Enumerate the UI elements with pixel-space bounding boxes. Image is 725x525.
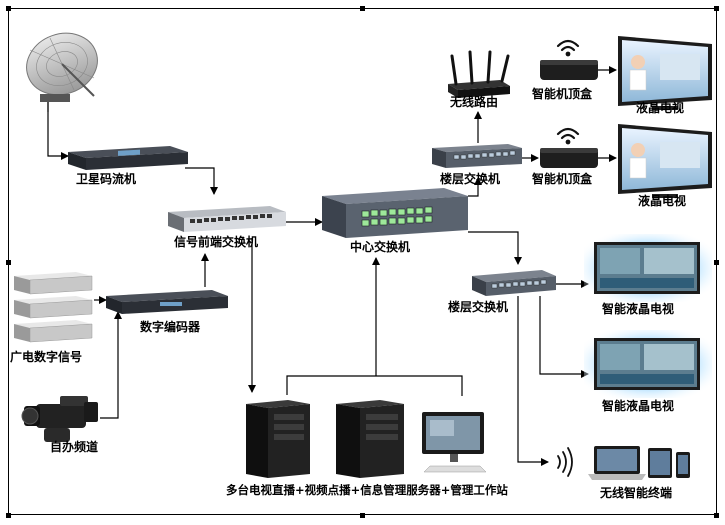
- digital-encoder-label: 数字编码器: [140, 320, 201, 334]
- wireless-router-icon: [448, 50, 510, 98]
- workstation-monitor-icon: [422, 412, 487, 473]
- corner-mark: [6, 260, 11, 265]
- link-camera-to-encoder: [100, 311, 122, 419]
- corner-mark: [6, 513, 11, 518]
- smart-box-2-label: 智能机顶盒: [532, 172, 593, 186]
- signal-frontend-switch-icon: [168, 206, 286, 232]
- link-core-to-floor-top: [468, 177, 482, 197]
- lcd-tv-1-icon: [618, 36, 712, 110]
- server-tower-2-icon: [336, 400, 404, 478]
- wireless-terminals-label: 无线智能终端: [600, 486, 673, 500]
- link-core-to-floor-mid: [468, 231, 522, 265]
- corner-mark: [714, 260, 719, 265]
- core-switch-icon: [322, 188, 468, 238]
- smart-lcd-tv-1-icon: [584, 234, 712, 302]
- smart-lcd-tv-1-label: 智能液晶电视: [602, 302, 675, 316]
- smart-box-1-label: 智能机顶盒: [532, 87, 593, 101]
- satellite-dish-icon: [26, 32, 98, 112]
- floor-switch-mid-label: 楼层交换机: [448, 300, 509, 314]
- wifi-signal-icon: [557, 447, 573, 477]
- servers-label: 多台电视直播+视频点播+信息管理服务器+管理工作站: [226, 483, 508, 497]
- lcd-tv-2-icon: [618, 124, 712, 198]
- core-switch-label: 中心交换机: [350, 240, 411, 254]
- link-servers-to-core: [286, 258, 463, 396]
- server-tower-1-icon: [246, 400, 310, 478]
- floor-switch-top-label: 楼层交换机: [440, 172, 501, 186]
- link-dish-to-stream: [47, 112, 69, 160]
- wireless-terminals-icon: [557, 446, 690, 480]
- wifi-icon: [556, 127, 580, 140]
- corner-mark: [360, 6, 365, 11]
- wifi-icon: [556, 39, 580, 52]
- connections: [47, 66, 617, 466]
- link-floor-to-wireless: [517, 296, 549, 466]
- smart-box-1-icon: [540, 39, 598, 80]
- lcd-tv-2-label: 液晶电视: [638, 194, 687, 208]
- link-floor-to-smarttv2: [539, 296, 589, 378]
- floor-switch-mid-icon: [472, 270, 556, 296]
- smart-box-2-icon: [540, 127, 598, 168]
- broadcast-receiver-stack-icon: [14, 272, 93, 343]
- link-stream-to-frontend: [185, 167, 218, 195]
- smart-lcd-tv-2-icon: [584, 330, 712, 398]
- satellite-stream-device-icon: [68, 146, 188, 170]
- signal-frontend-switch-label: 信号前端交换机: [174, 235, 259, 249]
- corner-mark: [360, 513, 365, 518]
- video-camera-icon: [21, 396, 98, 442]
- corner-mark: [714, 513, 719, 518]
- self-channel-label: 自办频道: [50, 440, 99, 454]
- smart-lcd-tv-2-label: 智能液晶电视: [602, 399, 675, 413]
- wireless-router-label: 无线路由: [450, 95, 499, 109]
- satellite-stream-label: 卫星码流机: [76, 172, 137, 186]
- corner-mark: [714, 6, 719, 11]
- corner-mark: [6, 6, 11, 11]
- digital-encoder-device-icon: [106, 290, 228, 314]
- broadcast-digital-signal-label: 广电数字信号: [10, 350, 83, 364]
- lcd-tv-1-label: 液晶电视: [636, 101, 685, 115]
- floor-switch-top-icon: [432, 144, 522, 168]
